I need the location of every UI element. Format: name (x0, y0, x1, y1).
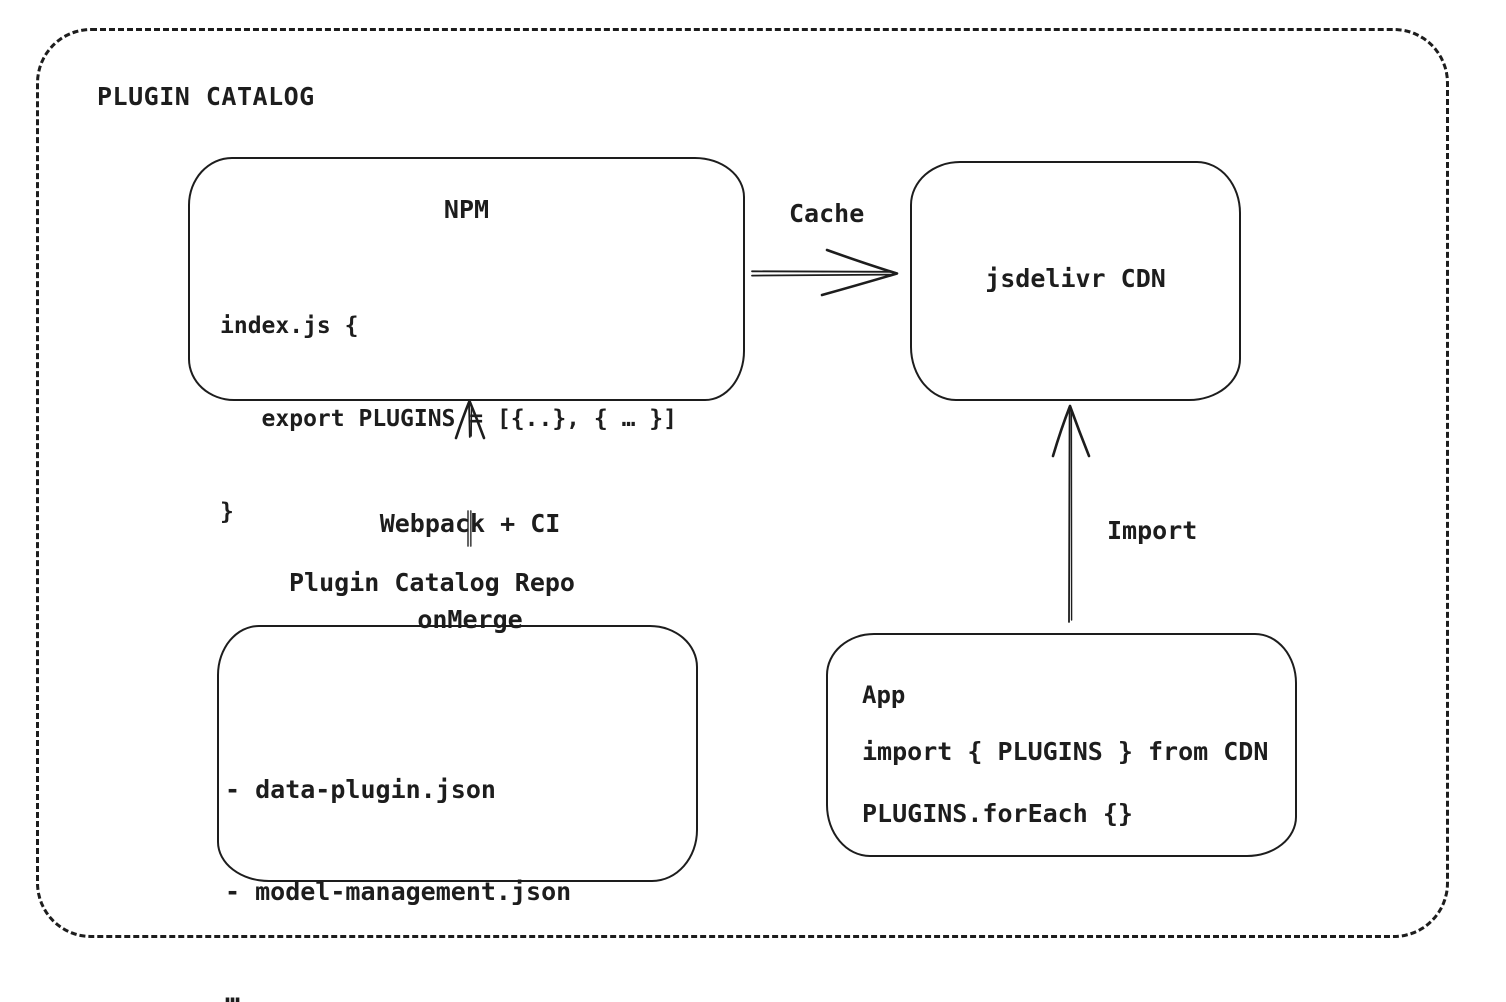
cdn-node-label: jsdelivr CDN (985, 263, 1166, 293)
npm-code-line: } (220, 499, 234, 525)
app-code-line: import { PLUGINS } from CDN (862, 737, 1269, 766)
app-code-line: PLUGINS.forEach {} (862, 799, 1133, 828)
repo-file-item: … (225, 979, 241, 1002)
build-edge-label-line: onMerge (417, 605, 523, 634)
repo-file-item: - model-management.json (225, 877, 572, 906)
npm-node[interactable]: NPM index.js { export PLUGINS = [{..}, {… (188, 157, 745, 525)
cdn-node[interactable]: jsdelivr CDN (910, 161, 1241, 401)
npm-code-line: index.js { (220, 313, 359, 339)
npm-code-line: export PLUGINS = [{..}, { … }] (220, 406, 677, 432)
repo-node[interactable]: - data-plugin.json - model-management.js… (217, 625, 698, 1002)
npm-code-block: index.js { export PLUGINS = [{..}, { … }… (220, 249, 677, 590)
repo-node-label[interactable]: Plugin Catalog Repo (289, 568, 575, 597)
plugin-catalog-boundary[interactable] (36, 28, 1449, 938)
import-edge-label[interactable]: Import (1107, 516, 1198, 545)
npm-node-title: NPM (443, 195, 490, 224)
repo-file-item: - data-plugin.json (225, 775, 496, 804)
build-edge-label-line: Webpack + CI (379, 509, 561, 538)
cache-arrow[interactable] (751, 248, 899, 297)
build-arrow[interactable] (454, 399, 486, 547)
diagram-title[interactable]: PLUGIN CATALOG (97, 82, 315, 111)
app-node[interactable]: App import { PLUGINS } from CDN PLUGINS.… (826, 633, 1297, 857)
repo-file-list: - data-plugin.json - model-management.js… (225, 705, 571, 1002)
app-node-title: App (862, 681, 906, 709)
import-arrow[interactable] (1051, 404, 1091, 623)
build-edge-label[interactable]: Webpack + CI onMerge (340, 444, 600, 700)
cache-edge-label[interactable]: Cache (789, 199, 865, 228)
